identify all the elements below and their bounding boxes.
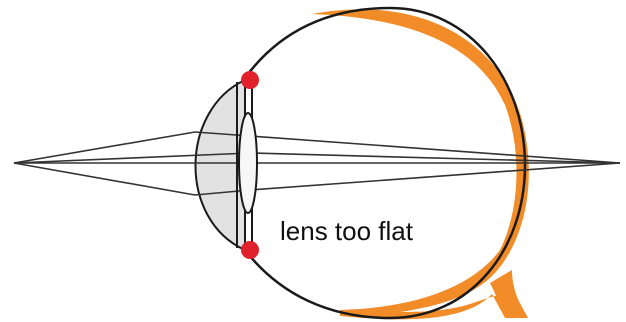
diagram-caption: lens too flat [280,216,414,246]
ray-upper-in [14,132,195,163]
optic-nerve [490,270,528,318]
ray-near-center-b [250,153,620,163]
sclera [312,9,529,319]
ray-lower-in [14,163,195,195]
ciliary-point-bottom [241,241,259,259]
ciliary-point-top [241,71,259,89]
lens [239,113,257,213]
light-rays [14,132,620,195]
ray-upper-out [250,136,620,163]
ray-lower-out [250,163,620,190]
